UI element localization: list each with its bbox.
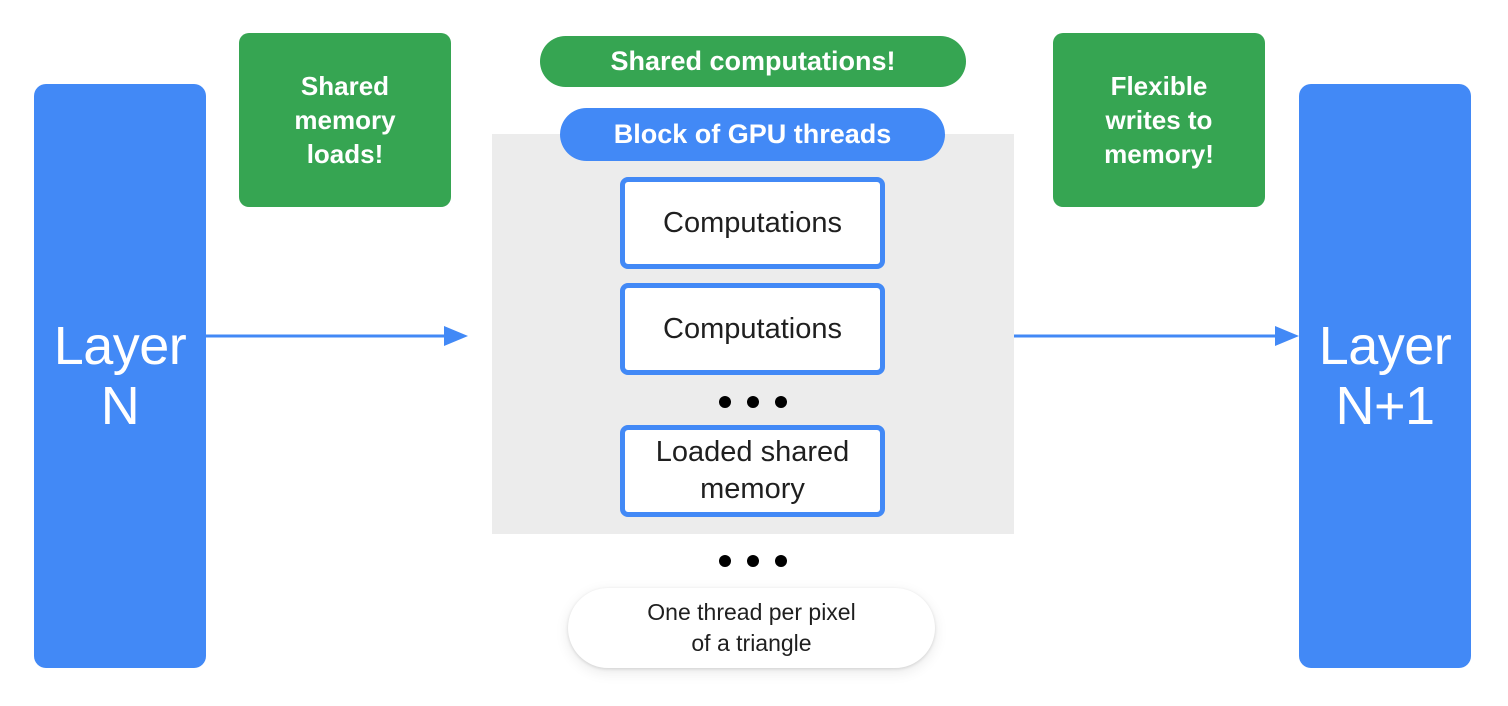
callout-shared-memory-loads-label: Shared memory loads! [294,70,396,170]
dot-icon [718,555,731,567]
arrow-right-icon [206,326,468,346]
arrow-right-icon [1014,326,1299,346]
callout-shared-memory-loads: Shared memory loads! [239,33,451,207]
dot-icon [774,396,787,408]
ellipsis-below-block [620,554,885,568]
dot-icon [774,555,787,567]
layer-n-plus-1-block: Layer N+1 [1299,84,1471,668]
pill-block-of-gpu-threads: Block of GPU threads [560,108,945,161]
pill-shared-computations-label: Shared computations! [610,46,896,76]
layer-n-block: Layer N [34,84,206,668]
thread-box: Computations [620,283,885,375]
thread-box-label: Computations [663,312,842,345]
note-one-thread-per-pixel-label: One thread per pixel of a triangle [647,598,856,656]
layer-n-label: Layer N [53,315,187,436]
dot-icon [746,396,759,408]
arrow-layer-n-to-gpu-block [206,324,468,348]
thread-box: Computations [620,177,885,269]
ellipsis-inside-block [620,395,885,409]
note-one-thread-per-pixel: One thread per pixel of a triangle [568,588,935,668]
pill-shared-computations: Shared computations! [540,36,966,87]
thread-box: Loaded shared memory [620,425,885,517]
arrow-gpu-block-to-layer-n1 [1014,324,1299,348]
callout-flexible-writes-to-memory-label: Flexible writes to memory! [1104,70,1214,170]
dot-icon [718,396,731,408]
pill-block-of-gpu-threads-label: Block of GPU threads [613,119,892,149]
layer-n-plus-1-label: Layer N+1 [1318,315,1452,436]
dot-icon [746,555,759,567]
thread-box-label: Computations [663,206,842,239]
thread-box-label: Loaded shared memory [655,436,850,505]
callout-flexible-writes-to-memory: Flexible writes to memory! [1053,33,1265,207]
